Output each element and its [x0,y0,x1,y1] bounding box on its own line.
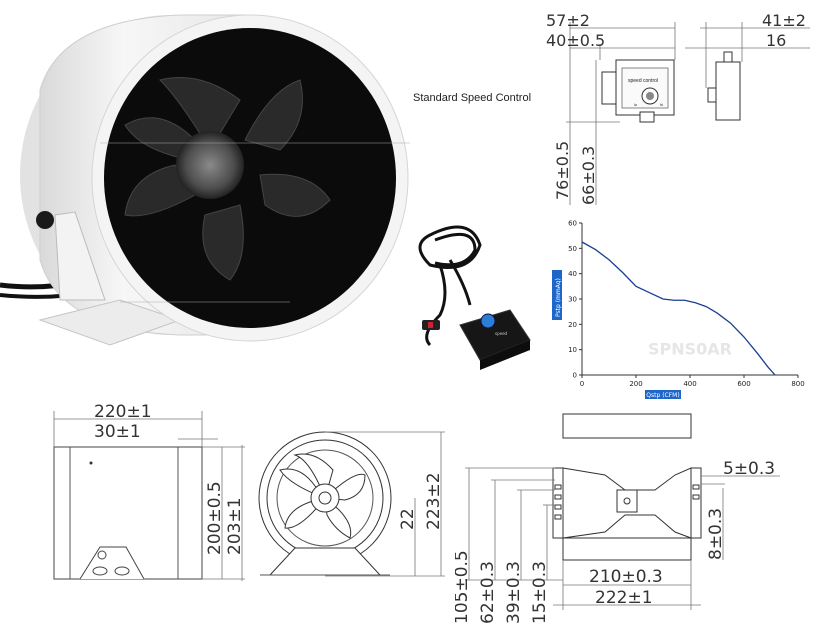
y-tick-label: 60 [568,220,577,228]
x-tick-label: 800 [791,380,804,388]
dim-8: 8±0.3 [706,508,726,560]
x-axis-label: Qstp (CFM) [646,392,679,399]
dim-16: 16 [766,31,786,50]
dim-200: 200±0.5 [205,481,225,555]
series-line [581,241,776,376]
speed-control-dimension-drawing: speed control lo hi 57±2 40±0.5 76±0.5 6… [546,11,810,205]
mounting-bracket-drawing: 5±0.3 8±0.3 210±0.3 222±1 105±0.5 62±0.3… [455,413,780,624]
dim-15: 15±0.3 [530,561,550,624]
dim-220: 220±1 [94,402,152,422]
y-tick-label: 20 [568,321,577,329]
y-tick-label: 40 [568,270,577,278]
y-tick-label: 10 [568,346,577,354]
dim-41: 41±2 [762,11,806,30]
module-text-lo: lo [634,102,638,107]
dim-5: 5±0.3 [723,459,775,479]
y-tick-label: 50 [568,245,577,253]
y-axis-label: Pstp (mmAq) [555,278,562,317]
dim-76: 76±0.5 [553,141,572,200]
x-axis-label-box [645,390,681,399]
fan-photo [0,14,410,346]
dim-39: 39±0.3 [504,561,524,624]
dim-210: 210±0.3 [589,567,663,587]
controller-photo: speed [418,225,531,370]
module-text-hi: hi [660,102,663,107]
fan-side-view-drawing: 220±1 30±1 200±0.5 203±1 [53,402,245,581]
dim-66: 66±0.3 [579,146,598,205]
x-tick-label: 200 [629,380,642,388]
fan-front-view-drawing: 22 223±2 [258,431,445,577]
x-tick-label: 600 [737,380,750,388]
y-axis-label-box [552,270,562,320]
dim-30: 30±1 [94,422,141,442]
dim-57: 57±2 [546,11,590,30]
dim-203: 203±1 [225,497,245,555]
dim-62: 62±0.3 [478,561,498,624]
chart-watermark: SPNS0AR [648,340,732,359]
dim-223: 223±2 [424,472,444,530]
dim-40: 40±0.5 [546,31,605,50]
module-text-1: speed control [628,78,658,84]
dim-22: 22 [398,508,418,530]
x-tick-label: 400 [683,380,696,388]
svg-text:speed: speed [495,331,508,336]
y-tick-label: 0 [573,372,577,380]
dim-222: 222±1 [595,588,653,608]
x-tick-label: 0 [580,380,584,388]
speed-control-label: Standard Speed Control [413,92,532,104]
y-tick-label: 30 [568,296,577,304]
dim-105: 105±0.5 [455,550,472,624]
